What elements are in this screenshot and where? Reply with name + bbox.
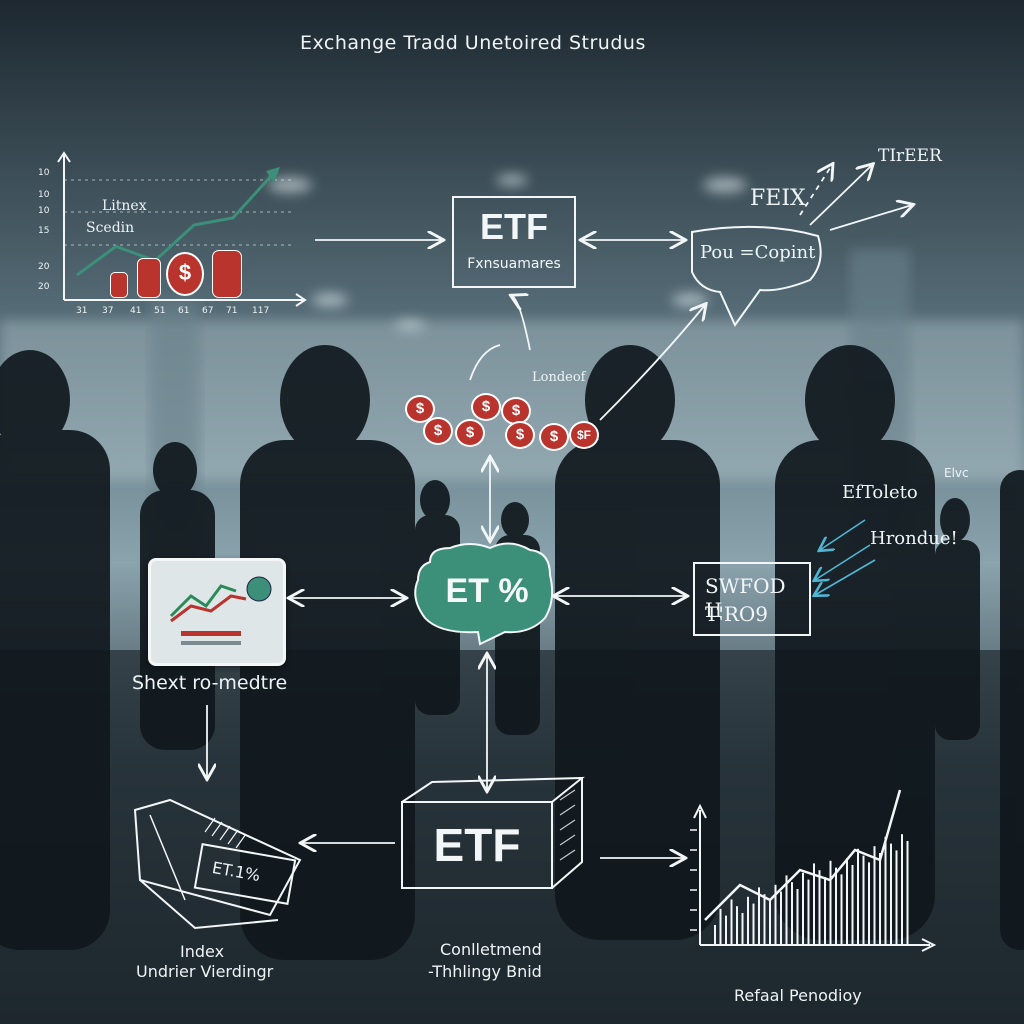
etf-box-top[interactable]: ETF Fxnsuamares: [452, 196, 576, 288]
y-tick: 10: [38, 168, 50, 178]
coins-label: Londeof: [532, 370, 586, 385]
dollar-coin-icon: $: [455, 419, 485, 447]
dollar-coin-icon: $: [501, 397, 531, 425]
tag-label: FEIX: [750, 186, 806, 211]
y-tick: 10: [38, 190, 50, 200]
x-tick: 41: [130, 306, 142, 316]
right-box-line2: T'RO9: [705, 602, 769, 626]
etf-subtitle: Fxnsuamares: [467, 256, 561, 272]
x-tick: 61: [178, 306, 190, 316]
caption-right: Refaal Penodioy: [734, 986, 862, 1005]
etf-box-bottom[interactable]: ETF: [433, 819, 521, 871]
dollar-coin-icon: $: [539, 423, 569, 451]
coin-stack-icon: [212, 250, 242, 298]
dollar-coin-icon: $: [166, 252, 204, 296]
coins-cluster: $ $ $ $ $ $ $ $F: [405, 385, 605, 455]
right-info-box[interactable]: SWFOD Ц T'RO9: [693, 562, 811, 636]
trend-arrowhead: [266, 167, 280, 183]
y-tick: 20: [38, 282, 50, 292]
x-tick: 31: [76, 306, 88, 316]
y-tick: 15: [38, 226, 50, 236]
side-label: EfToleto: [842, 482, 918, 503]
screen-card-label: Shext ro-medtre: [132, 672, 288, 694]
formula-text: Pou =Copint: [700, 242, 816, 263]
dollar-coin-icon: $: [423, 417, 453, 445]
side-label: Elvc: [944, 466, 969, 480]
x-tick: 117: [252, 306, 270, 316]
page-title: Exchange Tradd Unetoired Strudus: [300, 32, 646, 54]
chart-axes: [57, 151, 307, 307]
chart-label: Litnex: [102, 198, 147, 214]
dollar-coin-icon: $: [505, 421, 535, 449]
caption-center: Conlletmend: [440, 940, 542, 959]
screen-card[interactable]: [148, 558, 286, 666]
x-tick: 67: [202, 306, 214, 316]
center-etf-bubble[interactable]: ET %: [445, 572, 529, 610]
caption-index-sub: Undrier Vierdingr: [136, 962, 274, 981]
dollar-coin-icon: $: [471, 393, 501, 421]
side-label: Hrondue!: [870, 528, 958, 549]
dollar-coin-icon: $F: [569, 421, 599, 449]
y-tick: 20: [38, 262, 50, 272]
coin-stack-icon: [137, 258, 161, 298]
y-tick: 10: [38, 206, 50, 216]
trend-line: [76, 167, 280, 277]
tag-label: TIrEER: [878, 146, 942, 166]
top-left-chart: 10 10 10 15 20 20 31 37 41 51 61 67 71 1…: [32, 150, 312, 325]
caption-center-sub: -Thhlingy Bnid: [428, 962, 542, 981]
etf-title: ETF: [480, 206, 548, 247]
right-box-line1: SWFOD Ц: [705, 574, 786, 622]
x-tick: 71: [226, 306, 238, 316]
mini-chart-icon: [169, 576, 272, 645]
x-tick: 51: [154, 306, 166, 316]
chart-label: Scedin: [86, 220, 135, 236]
x-tick: 37: [102, 306, 114, 316]
caption-index: Index: [180, 942, 225, 961]
coin-stack-icon: [110, 272, 128, 298]
trend-polyline: [76, 173, 274, 277]
